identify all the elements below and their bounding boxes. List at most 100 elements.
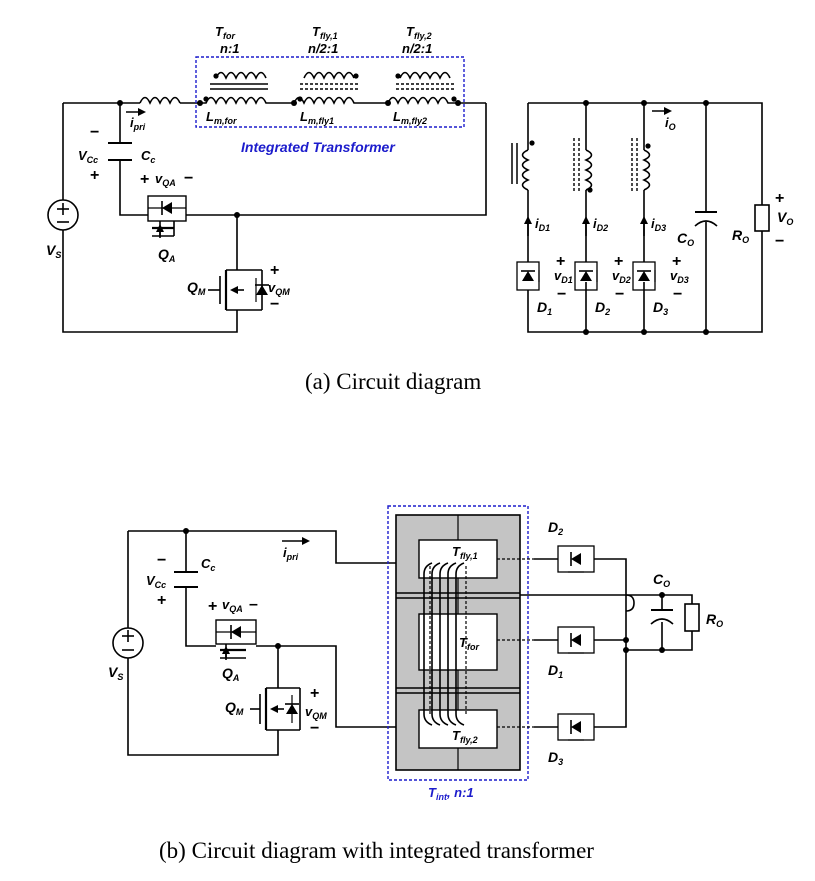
label-d1-a: D1 bbox=[537, 299, 552, 317]
label-co-a: CO bbox=[677, 230, 694, 248]
wire-a-clamp bbox=[119, 103, 148, 216]
voltage-source-b bbox=[112, 627, 144, 659]
integrated-transformer-box bbox=[195, 56, 465, 128]
sign-vqa-plus-b: + bbox=[208, 598, 217, 615]
label-tfor: Tfor bbox=[215, 24, 235, 41]
label-integrated-transformer: Integrated Transformer bbox=[241, 139, 396, 155]
figure-a-labels: Tfor n:1 Tfly,1 n/2:1 Tfly,2 n/2:1 Lm,fo… bbox=[46, 24, 793, 317]
sign-vd1-plus: + bbox=[556, 253, 565, 270]
label-vs-a: VS bbox=[46, 242, 61, 260]
label-qm-b: QM bbox=[225, 699, 244, 717]
sign-vd2-minus: − bbox=[615, 286, 624, 303]
label-tfly1-ratio: n/2:1 bbox=[308, 41, 338, 56]
sign-vd3-minus: − bbox=[673, 286, 682, 303]
label-lmfly1: Lm,fly1 bbox=[300, 109, 334, 126]
switch-qm-a bbox=[208, 269, 270, 311]
sign-vqm-plus-b: + bbox=[310, 685, 319, 702]
wire-b-to-trafo bbox=[278, 645, 432, 728]
label-vcc-b: VCc bbox=[146, 573, 166, 590]
sign-vqa-minus-b: – bbox=[249, 596, 258, 613]
wire-b-left bbox=[127, 531, 279, 756]
label-vqm-a: vQM bbox=[268, 280, 290, 297]
label-id1: iD1 bbox=[535, 216, 550, 233]
transformer-fly2 bbox=[387, 71, 458, 105]
label-d3-a: D3 bbox=[653, 299, 668, 317]
sign-vqm-minus-a: − bbox=[270, 296, 279, 313]
secondary-a bbox=[511, 100, 770, 335]
sign-vd2-plus: + bbox=[614, 253, 623, 270]
label-vqm-b: vQM bbox=[305, 704, 327, 721]
integrated-core-box bbox=[387, 505, 529, 781]
label-vqa-b: vQA bbox=[222, 597, 243, 614]
sign-vcc-minus-b: − bbox=[157, 552, 166, 569]
label-io: iO bbox=[665, 115, 676, 132]
label-lmfly2: Lm,fly2 bbox=[393, 109, 427, 126]
label-cc-a: Cc bbox=[141, 148, 155, 165]
wire-b-qa-qm bbox=[256, 645, 279, 688]
label-vqa-a: vQA bbox=[155, 171, 176, 188]
sign-vd1-minus: − bbox=[557, 286, 566, 303]
label-vd2: vD2 bbox=[612, 268, 631, 285]
sign-vcc-plus-b: + bbox=[157, 592, 166, 609]
label-d2-b: D2 bbox=[548, 519, 563, 537]
voltage-source-a bbox=[47, 199, 79, 231]
secondary-b bbox=[520, 545, 700, 741]
sign-vqa-minus-a: − bbox=[184, 170, 193, 187]
label-qa-a: QA bbox=[158, 246, 175, 264]
series-inductor bbox=[139, 96, 181, 105]
figure-a: Tfor n:1 Tfly,1 n/2:1 Tfly,2 n/2:1 Lm,fo… bbox=[46, 24, 793, 394]
caption-b: (b) Circuit diagram with integrated tran… bbox=[159, 838, 594, 863]
switch-qm-b bbox=[250, 687, 301, 731]
label-d3-b: D3 bbox=[548, 749, 563, 767]
label-d1-b: D1 bbox=[548, 662, 563, 680]
label-vd1: vD1 bbox=[554, 268, 573, 285]
sign-vqa-plus-a: + bbox=[140, 171, 149, 188]
label-d2-a: D2 bbox=[595, 299, 610, 317]
sign-vqm-plus-a: + bbox=[270, 262, 279, 279]
sign-vo-plus: + bbox=[775, 190, 784, 207]
label-ro-a: RO bbox=[732, 227, 749, 245]
label-id3: iD3 bbox=[651, 216, 666, 233]
sign-vqm-minus-b: − bbox=[310, 720, 319, 737]
wire-b-clamp bbox=[185, 531, 216, 647]
caption-a: (a) Circuit diagram bbox=[305, 369, 481, 394]
figure-b: ipri − VCc + Cc + vQA – VS QA QM + vQM −… bbox=[108, 505, 723, 863]
label-tfly1: Tfly,1 bbox=[312, 24, 338, 41]
sign-vcc-minus-a: − bbox=[90, 124, 99, 141]
transformer-for bbox=[200, 71, 294, 105]
figure-b-labels: ipri − VCc + Cc + vQA – VS QA QM + vQM −… bbox=[108, 519, 723, 802]
label-qa-b: QA bbox=[222, 665, 239, 683]
label-ro-b: RO bbox=[706, 611, 723, 629]
label-tint: Tint, n:1 bbox=[428, 785, 474, 802]
label-vcc-a: VCc bbox=[78, 148, 98, 165]
wire-a-left-bottom bbox=[62, 230, 238, 333]
label-id2: iD2 bbox=[593, 216, 608, 233]
sign-vd3-plus: + bbox=[672, 253, 681, 270]
wire-a-mid bbox=[185, 214, 238, 270]
label-co-b: CO bbox=[653, 571, 670, 589]
switch-qa-b bbox=[215, 619, 257, 660]
label-tfor-ratio: n:1 bbox=[220, 41, 240, 56]
label-tfly2-ratio: n/2:1 bbox=[402, 41, 432, 56]
label-tfor-b: Tfor bbox=[459, 635, 479, 652]
label-vs-b: VS bbox=[108, 664, 123, 682]
transformer-fly1 bbox=[293, 71, 388, 105]
label-lmfor: Lm,for bbox=[206, 109, 237, 126]
clamp-capacitor-a bbox=[108, 142, 132, 161]
label-ipri-a: ipri bbox=[130, 115, 146, 132]
label-qm-a: QM bbox=[187, 279, 206, 297]
sign-vcc-plus-a: + bbox=[90, 167, 99, 184]
switch-qa-a bbox=[147, 195, 187, 238]
label-tfly2: Tfly,2 bbox=[406, 24, 432, 41]
label-vd3: vD3 bbox=[670, 268, 689, 285]
label-vo: VO bbox=[777, 209, 793, 227]
wire-b-top bbox=[128, 530, 432, 564]
label-tfly1-b: Tfly,1 bbox=[452, 544, 478, 561]
label-tfly2-b: Tfly,2 bbox=[452, 728, 478, 745]
sign-vo-minus: − bbox=[775, 233, 784, 250]
core-windings bbox=[423, 558, 534, 728]
wire-a-return bbox=[237, 103, 487, 216]
label-ipri-b: ipri bbox=[283, 545, 299, 562]
label-cc-b: Cc bbox=[201, 556, 215, 573]
